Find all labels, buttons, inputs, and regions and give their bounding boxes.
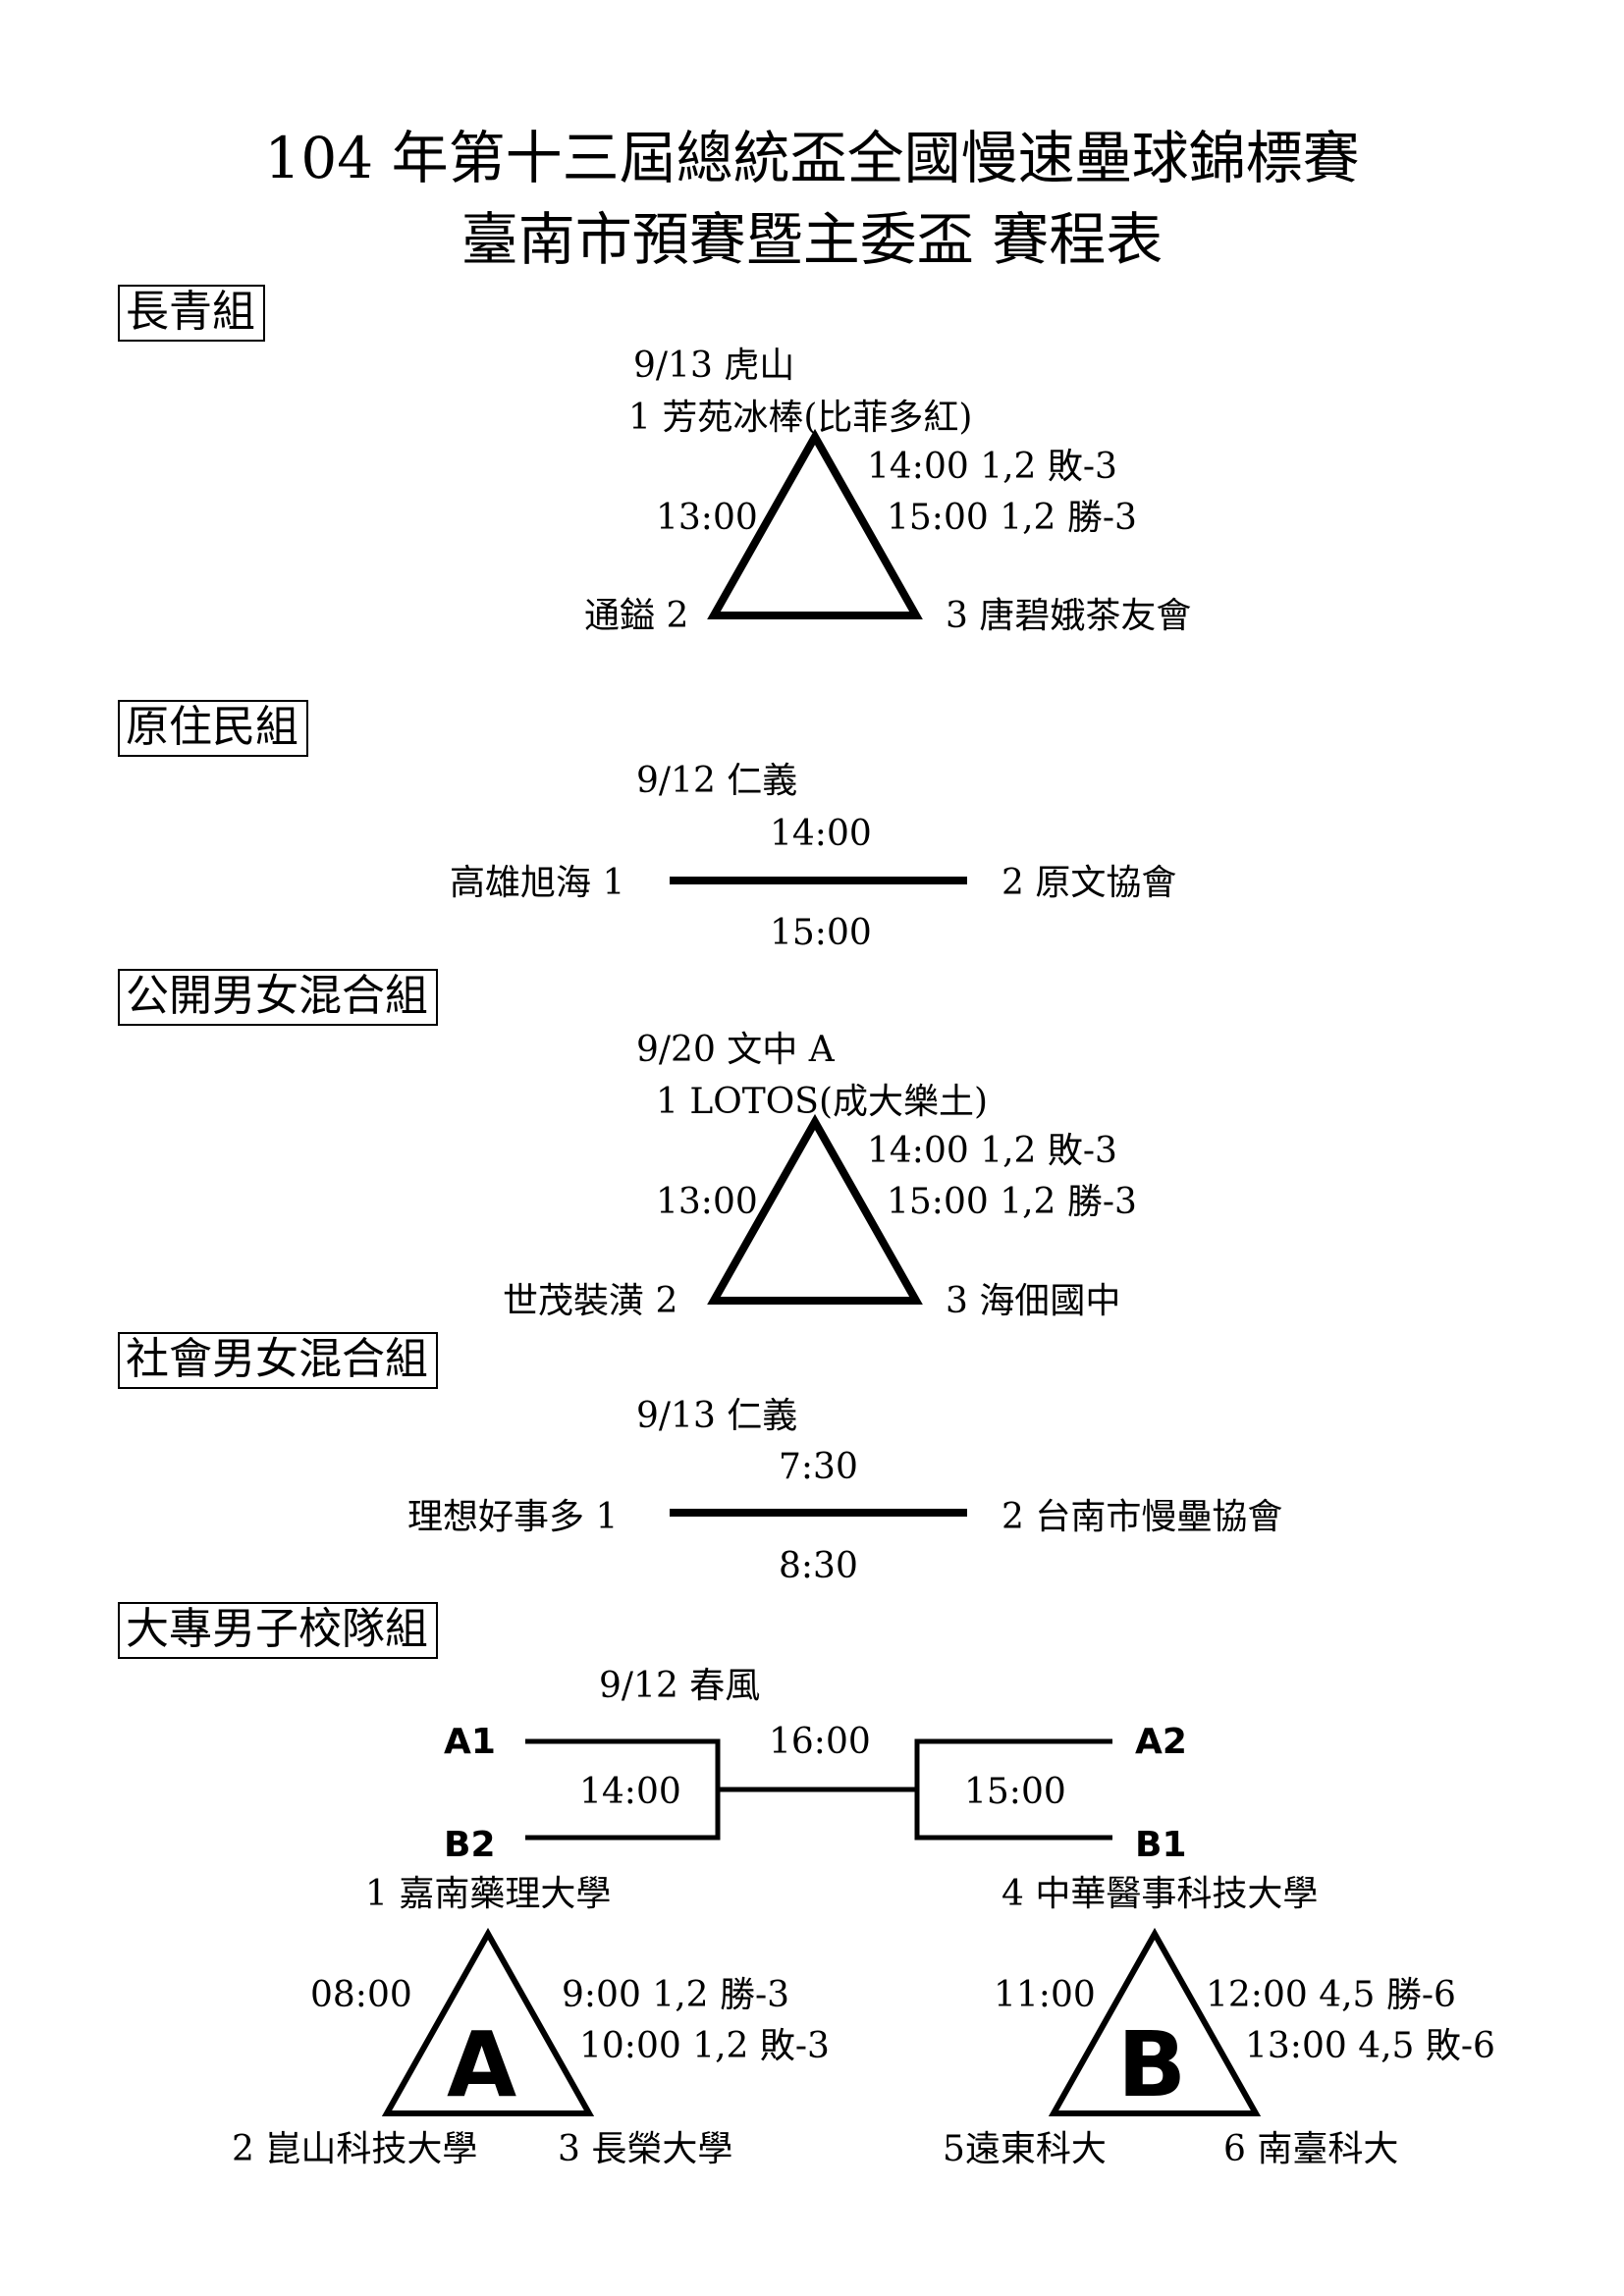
bracket-label-a2: A2 <box>1135 1722 1187 1762</box>
bracket-final-time: 16:00 <box>769 1722 871 1762</box>
social-mixed-time-bottom: 8:30 <box>779 1546 858 1586</box>
group-a-team-3: 3 長榮大學 <box>558 2129 733 2169</box>
elder-time-r1: 14:00 1,2 敗-3 <box>867 447 1117 487</box>
section-label-elder: 長青組 <box>118 285 265 342</box>
elder-time-left: 13:00 <box>656 498 758 538</box>
group-b-time-r2: 13:00 4,5 敗-6 <box>1245 2026 1495 2066</box>
open-mixed-time-r2: 15:00 1,2 勝-3 <box>887 1182 1137 1222</box>
group-b-team-4: 4 中華醫事科技大學 <box>1001 1874 1319 1914</box>
elder-triangle <box>707 428 923 619</box>
elder-team-3: 3 唐碧娥茶友會 <box>946 596 1192 636</box>
social-mixed-team-2: 2 台南市慢壘協會 <box>1001 1497 1283 1537</box>
aboriginal-team-1: 高雄旭海 1 <box>450 863 625 903</box>
group-b-time-r1: 12:00 4,5 勝-6 <box>1206 1975 1456 2015</box>
group-b-team-5: 5遠東科大 <box>943 2129 1107 2169</box>
college-date-venue: 9/12 春風 <box>599 1666 761 1706</box>
social-mixed-time-top: 7:30 <box>779 1447 858 1487</box>
elder-team-2: 通鎰 2 <box>584 596 689 636</box>
group-b-team-6: 6 南臺科大 <box>1223 2129 1399 2169</box>
elder-team-1: 1 芳苑冰棒(比菲多紅) <box>628 398 973 438</box>
aboriginal-time-top: 14:00 <box>770 814 872 854</box>
open-mixed-triangle <box>707 1113 923 1305</box>
bracket-label-a1: A1 <box>444 1722 496 1762</box>
page-subtitle: 臺南市預賽暨主委盃 賽程表 <box>460 206 1164 273</box>
open-mixed-team-1: 1 LOTOS(成大樂土) <box>656 1082 989 1122</box>
group-b-letter: B <box>1117 2012 1187 2117</box>
open-mixed-team-3: 3 海佃國中 <box>946 1281 1121 1321</box>
social-mixed-date-venue: 9/13 仁義 <box>636 1396 798 1436</box>
bracket-semi-left-time: 14:00 <box>579 1772 681 1812</box>
section-label-social-mixed: 社會男女混合組 <box>118 1332 438 1389</box>
section-label-college: 大專男子校隊組 <box>118 1602 438 1659</box>
section-label-open-mixed: 公開男女混合組 <box>118 969 438 1026</box>
bracket-semi-right-time: 15:00 <box>964 1772 1066 1812</box>
open-mixed-date-venue: 9/20 文中 A <box>636 1030 835 1070</box>
group-b-triangle <box>1048 1927 1262 2116</box>
group-a-team-1: 1 嘉南藥理大學 <box>365 1874 612 1914</box>
college-bracket-lines <box>525 1738 1112 1841</box>
group-a-team-2: 2 崑山科技大學 <box>232 2129 478 2169</box>
aboriginal-team-2: 2 原文協會 <box>1001 863 1177 903</box>
group-a-time-r1: 9:00 1,2 勝-3 <box>562 1975 790 2015</box>
elder-date-venue: 9/13 虎山 <box>633 346 795 386</box>
open-mixed-time-left: 13:00 <box>656 1182 758 1222</box>
bracket-label-b2: B2 <box>444 1825 496 1865</box>
aboriginal-date-venue: 9/12 仁義 <box>636 761 798 801</box>
section-label-aboriginal: 原住民組 <box>118 700 308 757</box>
aboriginal-time-bottom: 15:00 <box>770 913 872 953</box>
social-mixed-team-1: 理想好事多 1 <box>407 1497 619 1537</box>
open-mixed-time-r1: 14:00 1,2 敗-3 <box>867 1131 1117 1171</box>
open-mixed-team-2: 世茂裝潢 2 <box>503 1281 678 1321</box>
group-a-letter: A <box>447 2012 517 2117</box>
group-b-time-left: 11:00 <box>994 1975 1096 2015</box>
bracket-label-b1: B1 <box>1135 1825 1187 1865</box>
group-a-time-left: 08:00 <box>310 1975 412 2015</box>
group-a-triangle <box>381 1927 595 2116</box>
elder-time-r2: 15:00 1,2 勝-3 <box>887 498 1137 538</box>
page-title: 104 年第十三屆總統盃全國慢速壘球錦標賽 <box>264 125 1360 191</box>
group-a-time-r2: 10:00 1,2 敗-3 <box>579 2026 830 2066</box>
